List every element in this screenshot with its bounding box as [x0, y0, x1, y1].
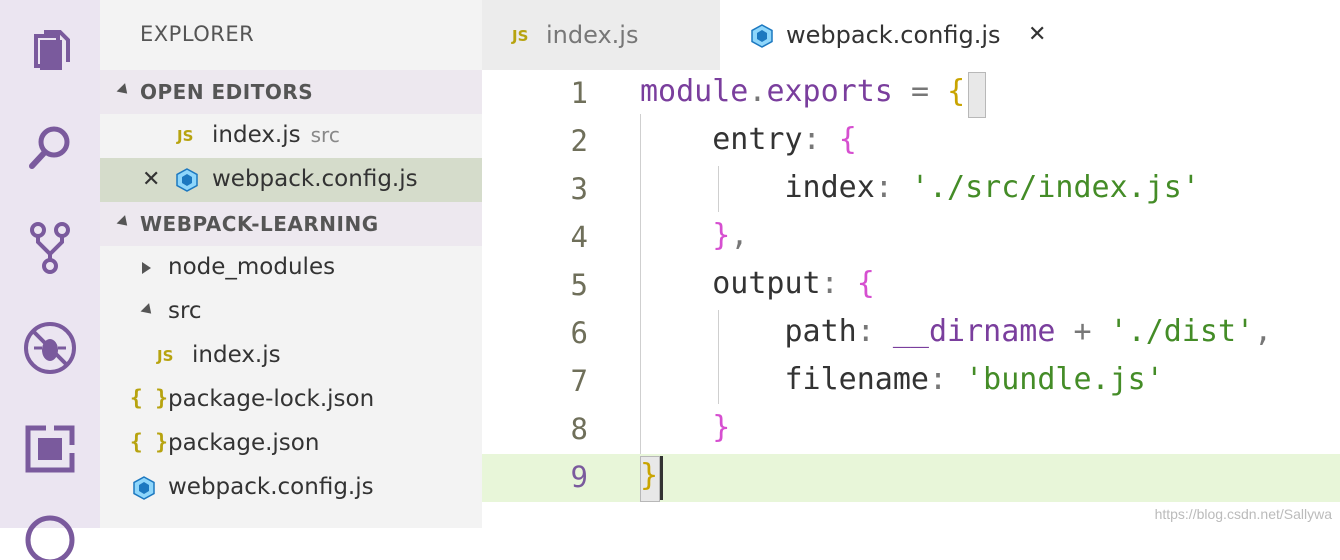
chevron-down-icon: [116, 83, 132, 98]
js-icon: JS: [512, 27, 529, 45]
tree-item-label: src: [168, 298, 202, 324]
code-line-current: 9 }: [482, 454, 1340, 502]
debug-icon[interactable]: [20, 318, 80, 378]
code-line: 4 },: [482, 214, 1340, 262]
line-number: 7: [570, 364, 588, 398]
open-editor-item-webpack-config[interactable]: ✕ webpack.config.js: [100, 158, 482, 202]
indent-guide: [640, 114, 641, 454]
text-cursor: [660, 456, 663, 500]
bracket-match-highlight: [968, 72, 986, 118]
explorer-title: EXPLORER: [140, 22, 255, 46]
account-icon[interactable]: [20, 500, 80, 560]
tab-label: index.js: [546, 21, 639, 49]
source-control-icon[interactable]: [20, 218, 80, 278]
code-text: path: __dirname + './dist',: [640, 314, 1273, 349]
code-text: entry: {: [640, 122, 857, 157]
webpack-cube-icon: [133, 476, 155, 500]
tab-webpack-config[interactable]: webpack.config.js ✕: [720, 0, 1340, 70]
tree-item-label: webpack.config.js: [168, 474, 374, 500]
js-icon: JS: [177, 127, 194, 145]
line-number: 1: [570, 76, 588, 110]
tree-item-webpack-config[interactable]: webpack.config.js: [100, 466, 482, 510]
close-icon[interactable]: ✕: [142, 167, 161, 192]
chevron-down-icon: [140, 303, 156, 318]
line-number: 3: [570, 172, 588, 206]
open-editors-header[interactable]: OPEN EDITORS: [100, 70, 482, 114]
webpack-cube-icon: [751, 24, 773, 48]
code-text: module.exports = {: [640, 74, 966, 109]
indent-guide: [718, 310, 719, 404]
open-editor-name: webpack.config.js: [212, 166, 418, 192]
open-editor-desc: src: [310, 123, 340, 147]
bracket-match-highlight: [640, 456, 660, 502]
project-label: WEBPACK-LEARNING: [140, 212, 379, 236]
search-icon[interactable]: [20, 118, 80, 178]
json-icon: { }: [130, 386, 168, 410]
line-number: 6: [570, 316, 588, 350]
json-icon: { }: [130, 430, 168, 454]
code-text: },: [712, 218, 749, 253]
tab-index-js[interactable]: JS index.js: [482, 0, 720, 70]
tree-item-label: package-lock.json: [168, 386, 375, 412]
watermark: https://blog.csdn.net/Sallywa: [1154, 506, 1332, 522]
tree-item-label: node_modules: [168, 254, 336, 280]
code-text: output: {: [640, 266, 875, 301]
open-editor-name: index.js: [212, 122, 301, 148]
extensions-icon[interactable]: [20, 418, 80, 478]
chevron-down-icon: [116, 215, 132, 230]
tree-item-label: index.js: [192, 342, 281, 368]
code-line: 5 output: {: [482, 262, 1340, 310]
code-line: 2 entry: {: [482, 118, 1340, 166]
code-line: 7 filename: 'bundle.js': [482, 358, 1340, 406]
open-editor-item-index-js[interactable]: JS index.js src: [100, 114, 482, 158]
code-text: filename: 'bundle.js': [640, 362, 1164, 397]
tab-label: webpack.config.js: [786, 21, 1001, 49]
line-number: 5: [570, 268, 588, 302]
open-editors-label: OPEN EDITORS: [140, 80, 314, 104]
tree-item-node-modules[interactable]: node_modules: [100, 246, 482, 290]
code-line: 8 }: [482, 406, 1340, 454]
code-line: 3 index: './src/index.js': [482, 166, 1340, 214]
activity-bar: [0, 0, 100, 560]
editor-tabs: JS index.js webpack.config.js ✕: [482, 0, 1340, 70]
tree-item-package-lock-json[interactable]: { } package-lock.json: [100, 378, 482, 422]
code-text: index: './src/index.js': [640, 170, 1200, 205]
line-number: 2: [570, 124, 588, 158]
code-text: }: [640, 458, 659, 493]
code-text: }: [712, 410, 731, 445]
tab-close-icon[interactable]: ✕: [1028, 22, 1047, 47]
tree-item-label: package.json: [168, 430, 320, 456]
explorer-icon[interactable]: [20, 20, 80, 80]
project-header[interactable]: WEBPACK-LEARNING: [100, 202, 482, 246]
indent-guide: [718, 166, 719, 212]
line-number: 9: [570, 460, 588, 494]
tree-item-index-js[interactable]: JS index.js: [100, 334, 482, 378]
js-icon: JS: [157, 347, 174, 365]
line-number: 4: [570, 220, 588, 254]
tree-item-src[interactable]: src: [100, 290, 482, 334]
line-number: 8: [570, 412, 588, 446]
code-line: 1 module.exports = {: [482, 70, 1340, 118]
code-editor[interactable]: 1 module.exports = { 2 entry: { 3 index:…: [482, 70, 1340, 528]
code-line: 6 path: __dirname + './dist',: [482, 310, 1340, 358]
chevron-right-icon: [142, 262, 151, 274]
explorer-sidebar: EXPLORER OPEN EDITORS JS index.js src ✕ w…: [100, 0, 482, 528]
tree-item-package-json[interactable]: { } package.json: [100, 422, 482, 466]
webpack-cube-icon: [176, 168, 198, 192]
